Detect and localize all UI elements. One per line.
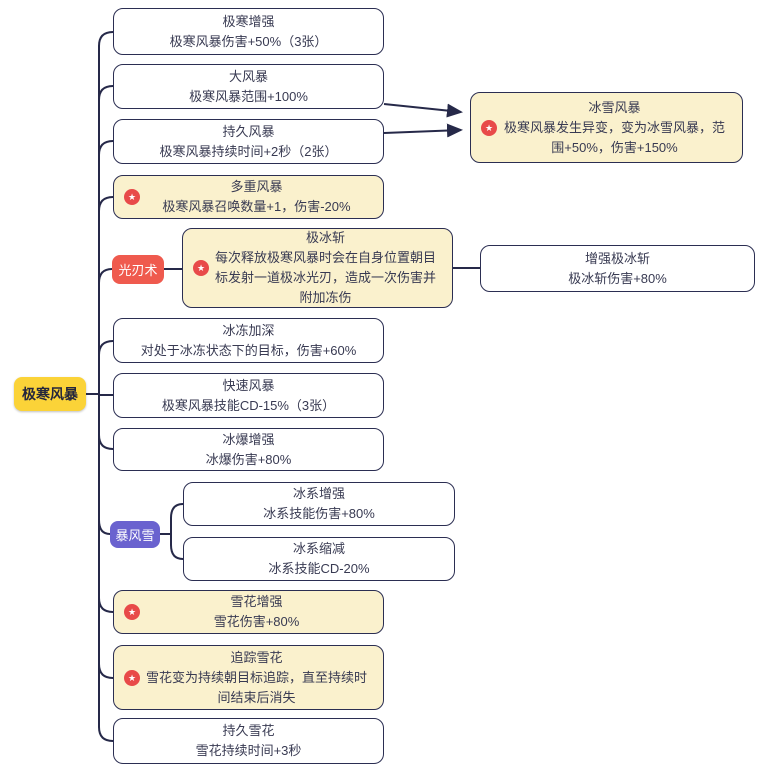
root-node[interactable]: 极寒风暴 — [14, 377, 86, 411]
star-icon: ★ — [124, 189, 140, 205]
skill-desc: 极寒风暴技能CD-15%（3张） — [161, 397, 336, 413]
skill-node[interactable]: 冰系缩减 冰系技能CD-20% — [183, 537, 455, 581]
branch-label: 暴风雪 — [115, 528, 155, 543]
skill-desc: 雪花持续时间+3秒 — [195, 743, 302, 758]
skill-title: 快速风暴 — [222, 377, 275, 393]
skill-title: 冰爆增强 — [222, 431, 275, 447]
mutation-arrows — [383, 103, 463, 138]
skill-title: 雪花增强 — [230, 594, 283, 609]
star-icon: ★ — [124, 669, 140, 686]
skill-node[interactable]: 快速风暴 极寒风暴技能CD-15%（3张） — [113, 373, 384, 418]
skill-title: 极寒增强 — [222, 13, 275, 29]
skill-node[interactable]: 极寒增强 极寒风暴伤害+50%（3张） — [113, 8, 384, 55]
skill-title: 增强极冰斩 — [584, 250, 650, 266]
star-icon: ★ — [481, 119, 497, 136]
skill-title: 多重风暴 — [230, 179, 283, 194]
skill-node[interactable]: 持久风暴 极寒风暴持续时间+2秒（2张） — [113, 119, 384, 164]
skill-node-upgrade[interactable]: 增强极冰斩 极冰斩伤害+80% — [480, 245, 755, 292]
skill-node[interactable]: 冰系增强 冰系技能伤害+80% — [183, 482, 455, 526]
skill-desc: 冰系技能CD-20% — [268, 561, 370, 576]
branch-node-blizzard[interactable]: 暴风雪 — [110, 521, 160, 548]
skill-node[interactable]: 持久雪花 雪花持续时间+3秒 — [113, 718, 384, 764]
skill-title: 极冰斩 — [305, 230, 345, 245]
star-icon: ★ — [193, 260, 209, 276]
skill-desc: 极寒风暴召唤数量+1，伤害-20% — [162, 199, 351, 214]
skill-desc: 极冰斩伤害+80% — [568, 270, 667, 286]
skill-desc: 冰爆伤害+80% — [205, 451, 292, 467]
skill-desc: 极寒风暴范围+100% — [189, 88, 308, 104]
root-label: 极寒风暴 — [22, 386, 78, 402]
skill-desc: 雪花变为持续朝目标追踪，直至持续时间结束后消失 — [145, 669, 367, 705]
star-icon: ★ — [124, 604, 140, 620]
skill-node[interactable]: ★ 极冰斩 每次释放极寒风暴时会在自身位置朝目标发射一道极冰光刃，造成一次伤害并… — [182, 228, 453, 308]
skill-desc: 极寒风暴伤害+50%（3张） — [169, 33, 328, 49]
skill-desc: 极寒风暴持续时间+2秒（2张） — [159, 143, 338, 159]
branch-label: 光刃术 — [118, 263, 158, 278]
skill-desc: 每次释放极寒风暴时会在自身位置朝目标发射一道极冰光刃，造成一次伤害并附加冻伤 — [214, 250, 436, 305]
skill-title: 冰系缩减 — [292, 541, 345, 556]
skill-node-mutation[interactable]: ★ 冰雪风暴 极寒风暴发生异变，变为冰雪风暴，范围+50%，伤害+150% — [470, 92, 743, 163]
skill-desc: 雪花伤害+80% — [213, 614, 300, 629]
skill-node[interactable]: ★ 追踪雪花 雪花变为持续朝目标追踪，直至持续时间结束后消失 — [113, 645, 384, 710]
tree-links — [85, 31, 481, 742]
skill-title: 追踪雪花 — [230, 649, 283, 665]
skill-title: 大风暴 — [228, 68, 268, 84]
skill-title: 冰冻加深 — [222, 322, 275, 338]
skill-title: 持久雪花 — [222, 723, 275, 738]
skill-node[interactable]: ★ 雪花增强 雪花伤害+80% — [113, 590, 384, 634]
skill-title: 冰雪风暴 — [588, 99, 641, 115]
skill-title: 冰系增强 — [292, 486, 345, 501]
skill-node[interactable]: 冰冻加深 对处于冰冻状态下的目标，伤害+60% — [113, 318, 384, 363]
skill-node[interactable]: 冰爆增强 冰爆伤害+80% — [113, 428, 384, 471]
skill-desc: 对处于冰冻状态下的目标，伤害+60% — [140, 342, 357, 358]
branch-node-blade[interactable]: 光刃术 — [112, 255, 164, 284]
skill-node[interactable]: ★ 多重风暴 极寒风暴召唤数量+1，伤害-20% — [113, 175, 384, 219]
skill-node[interactable]: 大风暴 极寒风暴范围+100% — [113, 64, 384, 109]
skill-title: 持久风暴 — [222, 123, 275, 139]
skill-desc: 极寒风暴发生异变，变为冰雪风暴，范围+50%，伤害+150% — [503, 119, 725, 155]
skill-desc: 冰系技能伤害+80% — [263, 506, 375, 521]
